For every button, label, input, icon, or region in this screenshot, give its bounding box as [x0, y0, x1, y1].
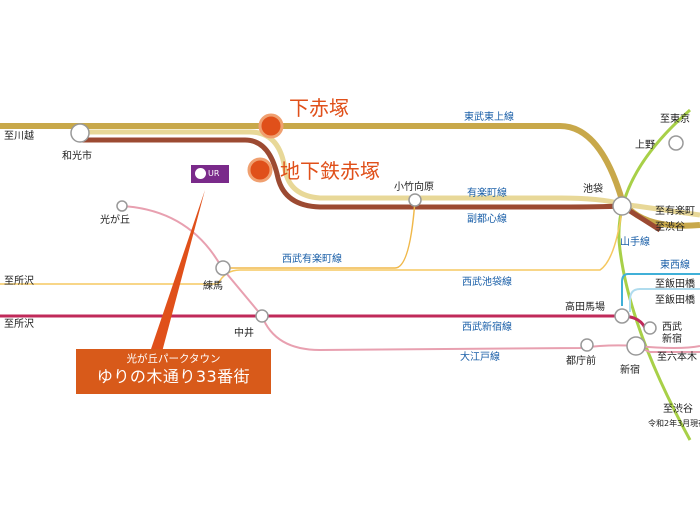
station-nakai[interactable] — [255, 309, 269, 323]
line-label-yurakucho: 有楽町線 — [467, 186, 507, 199]
station-wakoshi[interactable] — [70, 123, 90, 143]
station-seibu-shinjuku[interactable] — [643, 321, 657, 335]
yurakucho-line — [80, 129, 700, 218]
seibu-yurakucho-line — [223, 199, 416, 269]
dest-tokorozawa-1: 至所沢 — [4, 274, 34, 287]
label-tochomae: 都庁前 — [566, 354, 596, 367]
dest-tokorozawa-2: 至所沢 — [4, 317, 34, 330]
dest-roppongi: 至六本木 — [657, 350, 697, 363]
iidabashi-line-1 — [629, 288, 700, 312]
label-kotake-mukaihara: 小竹向原 — [394, 180, 434, 193]
line-label-tobu-tojo: 東武東上線 — [464, 110, 514, 123]
label-shimo-akatsuka: 下赤塚 — [289, 96, 349, 120]
dest-kawagoe: 至川越 — [4, 129, 34, 142]
seibu-shinjuku-line — [0, 314, 647, 329]
station-nerima[interactable] — [215, 260, 231, 276]
label-hikarigaoka: 光が丘 — [100, 213, 130, 226]
station-ueno[interactable] — [668, 135, 684, 151]
station-kotake-mukaihara[interactable] — [408, 193, 422, 207]
dest-shibuya-1: 至渋谷 — [655, 220, 685, 233]
station-tochomae[interactable] — [580, 338, 594, 352]
label-wakoshi: 和光市 — [62, 149, 92, 162]
line-label-tozai: 東西線 — [660, 258, 690, 271]
station-ikebukuro[interactable] — [612, 196, 632, 216]
property-callout[interactable]: 光が丘パークタウン ゆりの木通り33番街 — [76, 349, 271, 394]
line-label-yamanote: 山手線 — [620, 235, 650, 248]
label-chikatetsu-akatsuka: 地下鉄赤塚 — [280, 159, 380, 183]
date-note: 令和2年3月現在 — [648, 418, 700, 428]
line-label-oedo: 大江戸線 — [460, 350, 500, 363]
station-takadanobaba[interactable] — [614, 308, 630, 324]
label-seibu-shinjuku-1: 西武 — [662, 320, 682, 333]
line-label-seibu-ikebukuro: 西武池袋線 — [462, 275, 512, 288]
seibu-ikebukuro-line — [0, 209, 623, 285]
ur-logo-text: UR — [208, 169, 220, 178]
label-ueno: 上野 — [635, 139, 655, 151]
line-label-fukutoshin: 副都心線 — [467, 212, 507, 225]
oedo-line — [121, 205, 700, 352]
fukutoshin-line — [80, 137, 662, 233]
tozai-line — [621, 273, 700, 306]
dest-iidabashi-1: 至飯田橋 — [655, 277, 695, 290]
label-seibu-shinjuku-2: 新宿 — [662, 332, 682, 345]
callout-title: ゆりの木通り33番街 — [96, 367, 251, 386]
station-shinjuku[interactable] — [626, 336, 646, 356]
line-label-seibu-shinjuku: 西武新宿線 — [462, 320, 512, 333]
dest-tokyo: 至東京 — [660, 112, 690, 125]
station-chikatetsu-akatsuka[interactable] — [247, 157, 273, 183]
station-shimo-akatsuka[interactable] — [258, 113, 284, 139]
dest-iidabashi-2: 至飯田橋 — [655, 293, 695, 306]
label-takadanobaba: 高田馬場 — [565, 300, 605, 313]
ur-logo: UR — [191, 165, 229, 183]
station-hikarigaoka[interactable] — [116, 200, 128, 212]
dest-shibuya-2: 至渋谷 — [663, 402, 693, 415]
dest-yurakucho: 至有楽町 — [655, 204, 695, 217]
callout-pointer — [150, 190, 205, 352]
label-nakai: 中井 — [234, 326, 254, 339]
label-nerima: 練馬 — [203, 279, 223, 292]
label-ikebukuro: 池袋 — [583, 182, 603, 195]
label-shinjuku: 新宿 — [620, 363, 640, 376]
ur-mark-icon — [195, 168, 206, 179]
yamanote-line — [617, 108, 692, 441]
callout-subtitle: 光が丘パークタウン — [126, 353, 221, 365]
line-label-seibu-yurakucho: 西武有楽町線 — [282, 252, 342, 265]
